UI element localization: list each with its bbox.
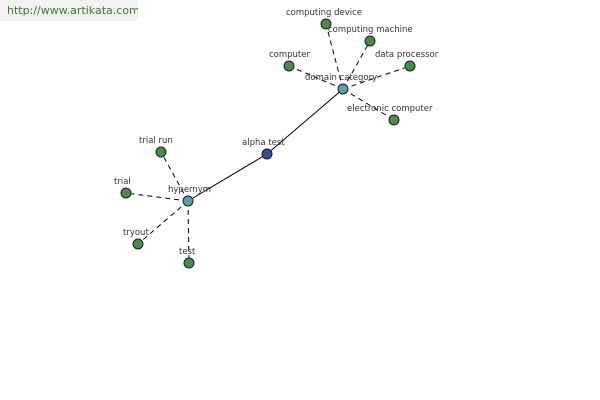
- node-label-domain-category[interactable]: domain category: [305, 73, 377, 83]
- edge-hypernym-trial: [125, 192, 189, 202]
- node-label-hypernym[interactable]: hypernym: [168, 185, 211, 195]
- node-label-trial-run[interactable]: trial run: [139, 136, 173, 146]
- node-dot-trial-run[interactable]: [155, 146, 167, 158]
- node-dot-computing-machine[interactable]: [364, 35, 376, 47]
- node-domain-category[interactable]: domain category: [305, 73, 377, 95]
- node-computing-device[interactable]: computing device: [286, 8, 362, 30]
- node-dot-tryout[interactable]: [132, 238, 144, 250]
- edge-hypernym-trial-run: [160, 151, 189, 202]
- edge-domain-category-electronic-computer: [342, 88, 395, 121]
- node-label-data-processor[interactable]: data processor: [375, 50, 439, 60]
- edge-alpha-test-hypernym: [187, 153, 268, 202]
- node-label-tryout[interactable]: tryout: [123, 228, 149, 238]
- node-dot-trial[interactable]: [120, 187, 132, 199]
- node-label-electronic-computer[interactable]: electronic computer: [347, 104, 433, 114]
- node-electronic-computer[interactable]: electronic computer: [347, 104, 433, 126]
- url-text[interactable]: http://www.artikata.com: [7, 4, 138, 17]
- node-dot-computing-device[interactable]: [320, 18, 332, 30]
- node-label-test[interactable]: test: [179, 247, 196, 257]
- node-computer[interactable]: computer: [269, 50, 310, 72]
- node-trial-run[interactable]: trial run: [139, 136, 173, 158]
- edge-domain-category-computing-machine: [342, 40, 371, 90]
- node-label-alpha-test[interactable]: alpha test: [242, 138, 285, 148]
- node-label-computing-machine[interactable]: computing machine: [328, 25, 413, 35]
- node-dot-test[interactable]: [183, 257, 195, 269]
- node-hypernym[interactable]: hypernym: [168, 185, 211, 207]
- edge-domain-category-computer: [288, 65, 344, 90]
- node-test[interactable]: test: [179, 247, 196, 269]
- node-dot-data-processor[interactable]: [404, 60, 416, 72]
- node-dot-hypernym[interactable]: [182, 195, 194, 207]
- node-label-computer[interactable]: computer: [269, 50, 310, 60]
- node-dot-electronic-computer[interactable]: [388, 114, 400, 126]
- node-trial[interactable]: trial: [114, 177, 132, 199]
- node-dot-computer[interactable]: [283, 60, 295, 72]
- nodes-layer: alpha test hypernym domain category trial r…: [114, 8, 439, 269]
- edge-domain-category-data-processor: [342, 65, 411, 90]
- node-alpha-test[interactable]: alpha test: [242, 138, 285, 160]
- edge-hypernym-tryout: [137, 200, 189, 245]
- node-data-processor[interactable]: data processor: [375, 50, 439, 72]
- node-computing-machine[interactable]: computing machine: [328, 25, 413, 47]
- url-banner: http://www.artikata.com: [0, 0, 138, 21]
- edge-alpha-test-domain-category: [266, 88, 344, 155]
- node-dot-domain-category[interactable]: [337, 83, 349, 95]
- edge-domain-category-computing-device: [325, 23, 344, 90]
- node-label-trial[interactable]: trial: [114, 177, 131, 187]
- edge-hypernym-test: [187, 200, 190, 264]
- edges-layer: [125, 23, 411, 264]
- node-label-computing-device[interactable]: computing device: [286, 8, 362, 18]
- node-tryout[interactable]: tryout: [123, 228, 149, 250]
- node-dot-alpha-test[interactable]: [261, 148, 273, 160]
